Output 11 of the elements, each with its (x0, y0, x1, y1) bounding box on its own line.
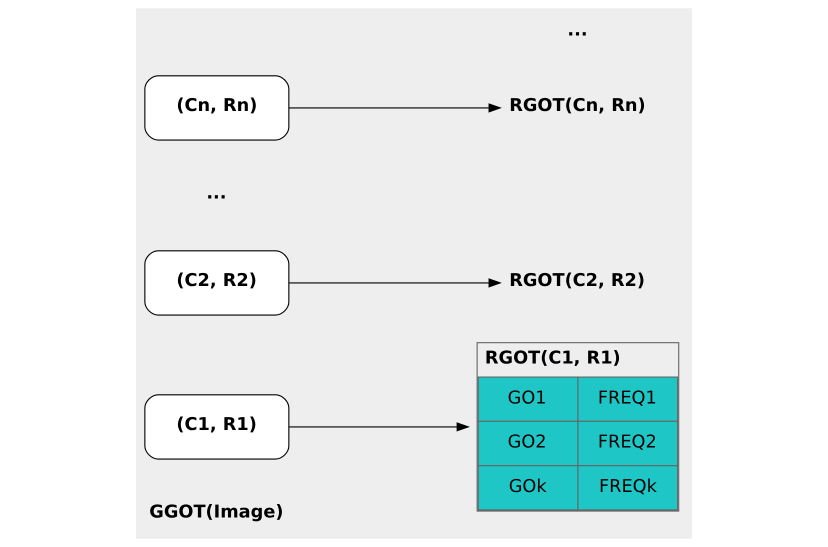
node-box: (C1, R1) (144, 394, 290, 460)
label: ... (206, 184, 227, 204)
label: ... (567, 20, 588, 41)
arrow (288, 422, 470, 432)
node-text: RGOT(C2, R2) (509, 271, 645, 292)
node-box: (C2, R2) (144, 250, 290, 316)
arrow (288, 278, 502, 288)
arrow (288, 103, 502, 113)
node-box: (Cn, Rn) (144, 75, 290, 141)
node-text: RGOT(Cn, Rn) (509, 96, 646, 116)
label: GGOT(Image) (149, 502, 284, 522)
